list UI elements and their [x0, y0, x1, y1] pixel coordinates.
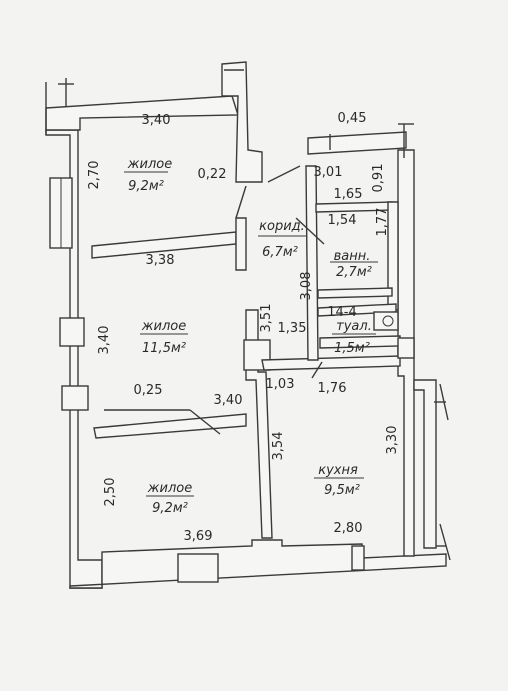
exterior-walls	[45, 61, 451, 589]
dim-living1-door: 0,22	[198, 167, 227, 182]
room-area: 6,7м²	[262, 245, 298, 260]
room-label-toilet: 14-4 туал. 1,5м²	[327, 305, 376, 356]
room-name: туал.	[336, 319, 372, 334]
room-name: ванн.	[334, 249, 371, 264]
dim-living3-top: 3,40	[214, 393, 243, 408]
room-label-corridor: корид. 6,7м²	[258, 219, 306, 260]
dim-kitchen-left: 3,54	[271, 432, 286, 461]
dim-corridor-top: 3,01	[314, 165, 343, 180]
room-area: 2,7м²	[336, 265, 372, 280]
dim-corridor-c: 3,08	[299, 272, 314, 301]
room-name: корид.	[259, 219, 305, 234]
dim-kitchen-bottom: 2,80	[334, 521, 363, 536]
room-label-living3: жилое 9,2м²	[146, 481, 194, 516]
room-label-bath: ванн. 2,7м²	[330, 249, 378, 280]
room-name: жилое	[141, 319, 186, 334]
dim-top-right: 0,45	[338, 111, 367, 126]
dim-living3-top-small: 0,25	[134, 383, 163, 398]
dim-bath-inner: 1,54	[328, 213, 357, 228]
room-area: 9,2м²	[128, 179, 164, 194]
dim-living2-left: 3,40	[97, 326, 112, 355]
room-label-living1: жилое 9,2м²	[124, 157, 172, 194]
interior-walls	[91, 165, 415, 539]
dim-living2-top: 3,38	[146, 253, 175, 268]
toilet-code: 14-4	[327, 305, 357, 320]
dimension-labels: 3,40 2,70 0,22 3,38 3,40 0,25 3,40 2,50 …	[87, 111, 400, 544]
room-area: 1,5м²	[334, 341, 370, 356]
room-name: кухня	[318, 463, 358, 478]
dim-bath-right-a: 0,91	[371, 164, 386, 193]
dim-corridor-b: 1,35	[278, 321, 307, 336]
room-area: 9,5м²	[324, 483, 360, 498]
room-name: жилое	[147, 481, 192, 496]
room-label-kitchen: кухня 9,5м²	[314, 463, 364, 498]
room-name: жилое	[127, 157, 172, 172]
dim-living1-left: 2,70	[87, 161, 102, 190]
room-area: 11,5м²	[142, 341, 186, 356]
dim-kitchen-top-left: 1,03	[266, 377, 295, 392]
room-area: 9,2м²	[152, 501, 188, 516]
dim-living3-bottom: 3,69	[184, 529, 213, 544]
dim-living1-top: 3,40	[142, 113, 171, 128]
dim-living3-left: 2,50	[103, 478, 118, 507]
dim-corridor-a: 3,51	[259, 304, 274, 333]
dim-bath-right-b: 1,77	[375, 208, 390, 237]
dim-bath-top: 1,65	[334, 187, 363, 202]
room-label-living2: жилое 11,5м²	[140, 319, 188, 356]
dim-kitchen-top: 1,76	[318, 381, 347, 396]
dim-kitchen-right: 3,30	[385, 426, 400, 455]
